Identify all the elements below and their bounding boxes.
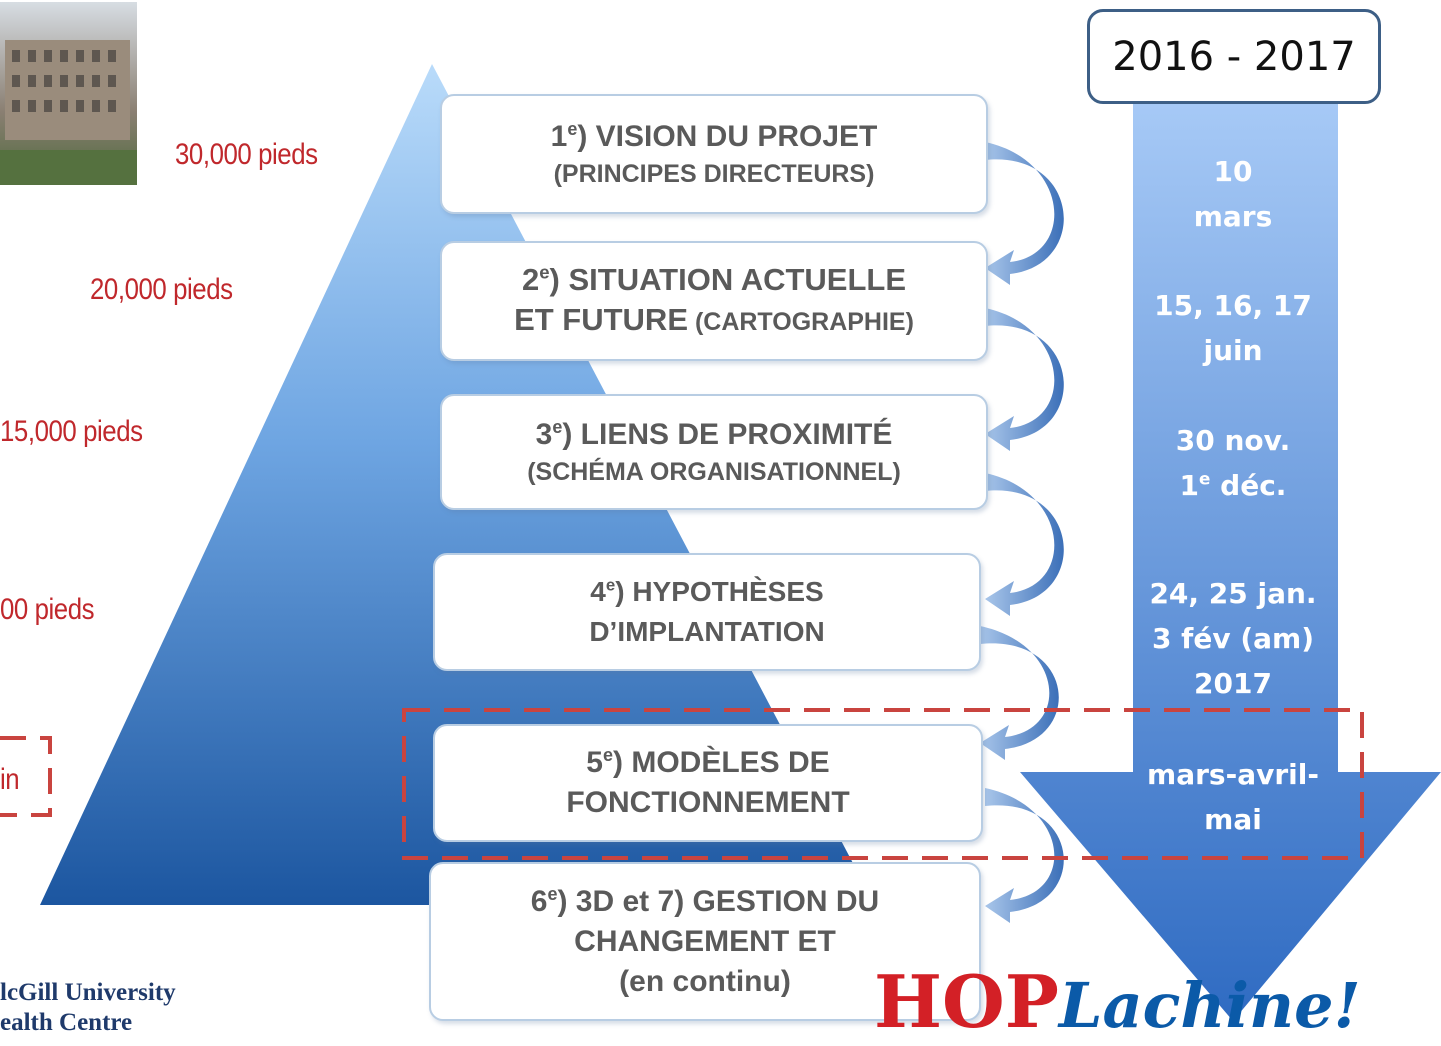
- step-3-title: ) LIENS DE PROXIMITÉ: [562, 418, 893, 451]
- altitude-label-partial: 00 pieds: [0, 593, 95, 626]
- hop-logo-part2: Lachine!: [1058, 969, 1361, 1042]
- hop-lachine-logo: HOPLachine!: [874, 962, 1361, 1046]
- date-group-2: 15, 16, 17 juin: [1133, 283, 1333, 373]
- step-4-title-line2: D’IMPLANTATION: [589, 616, 825, 647]
- date-3-month: déc.: [1210, 469, 1287, 502]
- date-group-1: 10 mars: [1133, 149, 1333, 239]
- connector-arrows: [980, 142, 1064, 923]
- step-2-sup: e: [539, 261, 550, 283]
- left-dashed-box: [0, 736, 52, 817]
- mcgill-logo-text: lcGill University ealth Centre: [0, 978, 176, 1038]
- step-6-title-line2: CHANGEMENT ET: [574, 924, 836, 958]
- step-3-number: 3: [535, 418, 553, 451]
- step-3-subtitle: (SCHÉMA ORGANISATIONNEL): [527, 458, 901, 486]
- date-5-line1: mars-avril-: [1147, 758, 1319, 791]
- step-6-box: 6e) 3D et 7) GESTION DU CHANGEMENT ET (e…: [429, 862, 981, 1021]
- date-1-line1: 10: [1213, 155, 1253, 188]
- connector-arrow-5: [985, 788, 1064, 923]
- altitude-label-30000: 30,000 pieds: [175, 138, 318, 171]
- step-4-number: 4: [590, 576, 606, 607]
- step-6-sup: e: [547, 883, 558, 904]
- altitude-label-in: in: [0, 763, 20, 796]
- date-3-sup: e: [1199, 468, 1211, 489]
- date-4-line1: 24, 25 jan.: [1149, 577, 1317, 610]
- connector-arrow-3: [985, 473, 1064, 616]
- date-4-line3: 2017: [1194, 667, 1272, 700]
- date-4-line2: 3 fév (am): [1151, 622, 1315, 655]
- step-5-sup: e: [602, 745, 613, 765]
- step-3-box: 3e) LIENS DE PROXIMITÉ (SCHÉMA ORGANISAT…: [440, 394, 988, 510]
- step-1-sup: e: [567, 119, 578, 139]
- step-5-title-line2: FONCTIONNEMENT: [566, 786, 850, 819]
- step-2-box: 2e) SITUATION ACTUELLE ET FUTURE (CARTOG…: [440, 241, 988, 361]
- step-4-title: ) HYPOTHÈSES: [615, 576, 824, 607]
- mcgill-logo-line1: lcGill University: [0, 979, 176, 1006]
- highlight-dashed-box: [402, 708, 1364, 860]
- step-2-number: 2: [521, 262, 540, 297]
- altitude-label-20000: 20,000 pieds: [90, 273, 233, 306]
- building-photo: [0, 2, 137, 185]
- step-1-box: 1e) VISION DU PROJET (PRINCIPES DIRECTEU…: [440, 94, 988, 214]
- connector-arrow-2: [985, 308, 1064, 451]
- date-group-5: mars-avril- mai: [1133, 752, 1333, 842]
- date-group-4: 24, 25 jan. 3 fév (am) 2017: [1133, 571, 1333, 706]
- step-1-number: 1: [550, 120, 568, 153]
- date-1-line2: mars: [1193, 200, 1273, 233]
- mcgill-logo-line2: ealth Centre: [0, 1009, 133, 1036]
- connector-arrow-4: [980, 626, 1059, 760]
- date-3-line1: 30 nov.: [1175, 424, 1291, 457]
- step-2-title-line2: ET FUTURE: [514, 302, 688, 337]
- step-6-number: 6: [530, 884, 548, 918]
- step-1-subtitle: (PRINCIPES DIRECTEURS): [553, 160, 875, 188]
- date-2-line1: 15, 16, 17: [1154, 289, 1312, 322]
- step-2-subtitle: (CARTOGRAPHIE): [688, 308, 914, 336]
- step-4-sup: e: [605, 575, 616, 595]
- step-6-title: ) 3D et 7) GESTION DU: [557, 884, 880, 918]
- step-2-title: ) SITUATION ACTUELLE: [549, 262, 907, 297]
- step-5-number: 5: [586, 746, 603, 779]
- date-3-number: 1: [1179, 469, 1200, 502]
- connector-arrow-1: [985, 142, 1064, 285]
- hop-logo-part1: HOP: [874, 959, 1059, 1044]
- step-5-title: ) MODÈLES DE: [613, 746, 830, 779]
- step-3-sup: e: [552, 417, 563, 437]
- step-5-box: 5e) MODÈLES DE FONCTIONNEMENT: [433, 724, 983, 842]
- step-1-title: ) VISION DU PROJET: [577, 120, 878, 153]
- date-group-3: 30 nov. 1e déc.: [1133, 418, 1333, 508]
- date-5-line2: mai: [1204, 803, 1262, 836]
- timeline-arrow: [1020, 104, 1441, 1021]
- date-2-line2: juin: [1203, 334, 1263, 367]
- step-4-box: 4e) HYPOTHÈSES D’IMPLANTATION: [433, 553, 981, 671]
- date-3-line2: 1e déc.: [1133, 463, 1333, 508]
- step-6-title-line3: (en continu): [619, 964, 791, 998]
- year-range-box: 2016 - 2017: [1087, 9, 1381, 104]
- altitude-label-15000: 15,000 pieds: [0, 415, 143, 448]
